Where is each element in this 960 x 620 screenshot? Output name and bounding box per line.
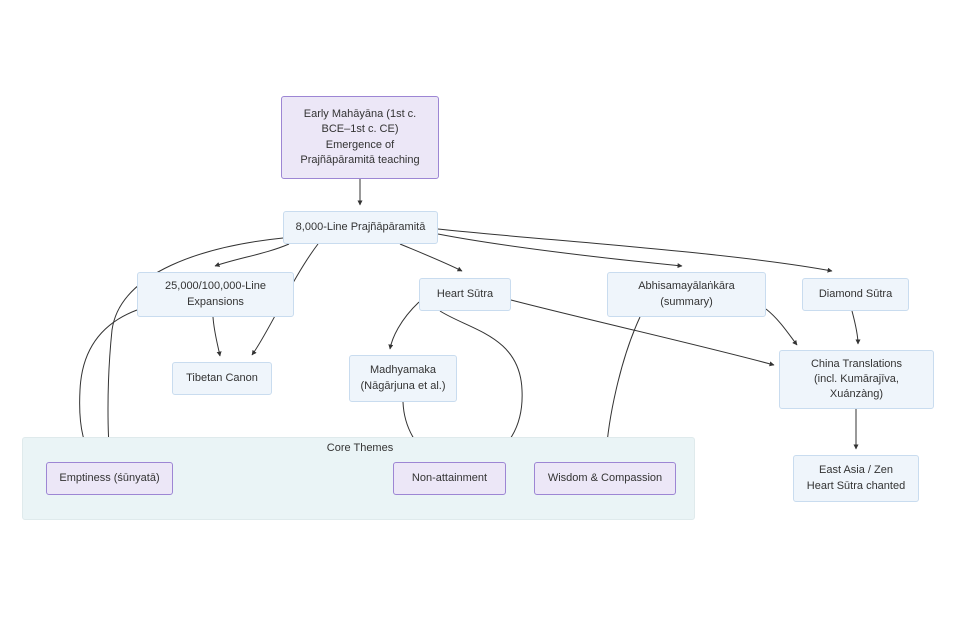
edge-eight-thousand-line-to-heart-sutra: [399, 243, 463, 272]
node-label-madhyamaka: Madhyamaka(Nāgārjuna et al.): [360, 364, 446, 392]
edge-abhisamayalankara-to-china-translations: [765, 308, 798, 346]
cluster-label-core-themes: Core Themes: [326, 442, 394, 454]
node-eight-thousand-line[interactable]: 8,000-Line Prajñāpāramitā: [283, 211, 438, 244]
node-emptiness[interactable]: Emptiness (śūnyatā): [46, 462, 173, 495]
node-tibetan-canon[interactable]: Tibetan Canon: [172, 362, 272, 395]
node-label-non-attainment: Non-attainment: [411, 471, 488, 484]
node-wisdom-compassion[interactable]: Wisdom & Compassion: [534, 462, 676, 495]
node-label-diamond-sutra: Diamond Sūtra: [818, 287, 893, 300]
edge-expansions-to-tibetan-canon: [212, 316, 222, 357]
edge-eight-thousand-line-to-diamond-sutra: [437, 228, 833, 273]
node-label-wisdom-compassion: Wisdom & Compassion: [547, 471, 663, 484]
node-early-mahayana[interactable]: Early Mahāyāna (1st c.BCE–1st c. CE)Emer…: [281, 96, 439, 179]
node-label-heart-sutra: Heart Sūtra: [436, 287, 494, 300]
node-label-early-mahayana: Early Mahāyāna (1st c.BCE–1st c. CE)Emer…: [300, 108, 420, 166]
node-madhyamaka[interactable]: Madhyamaka(Nāgārjuna et al.): [349, 355, 457, 402]
edge-eight-thousand-line-to-abhisamayalankara: [437, 233, 683, 269]
edge-heart-sutra-to-madhyamaka: [388, 301, 420, 350]
edge-heart-sutra-to-china-translations: [510, 299, 775, 367]
edge-eight-thousand-line-to-emptiness: [106, 237, 284, 457]
edge-paths: [79, 179, 861, 459]
node-label-eight-thousand-line: 8,000-Line Prajñāpāramitā: [295, 220, 426, 233]
edge-abhisamayalankara-to-wisdom-compassion: [603, 316, 641, 457]
node-abhisamayalankara[interactable]: Abhisamayālaṅkāra(summary): [607, 272, 766, 317]
node-label-emptiness: Emptiness (śūnyatā): [59, 471, 160, 484]
node-non-attainment[interactable]: Non-attainment: [393, 462, 506, 495]
edge-eight-thousand-line-to-expansions: [214, 243, 290, 267]
node-label-tibetan-canon: Tibetan Canon: [186, 371, 258, 384]
edge-diamond-sutra-to-china-translations: [851, 310, 861, 345]
node-china-translations[interactable]: China Translations(incl. Kumārajīva,Xuán…: [779, 350, 934, 409]
node-label-abhisamayalankara: Abhisamayālaṅkāra(summary): [638, 280, 735, 308]
node-heart-sutra[interactable]: Heart Sūtra: [419, 278, 511, 311]
node-diamond-sutra[interactable]: Diamond Sūtra: [802, 278, 909, 311]
node-label-china-translations: China Translations(incl. Kumārajīva,Xuán…: [810, 357, 903, 401]
